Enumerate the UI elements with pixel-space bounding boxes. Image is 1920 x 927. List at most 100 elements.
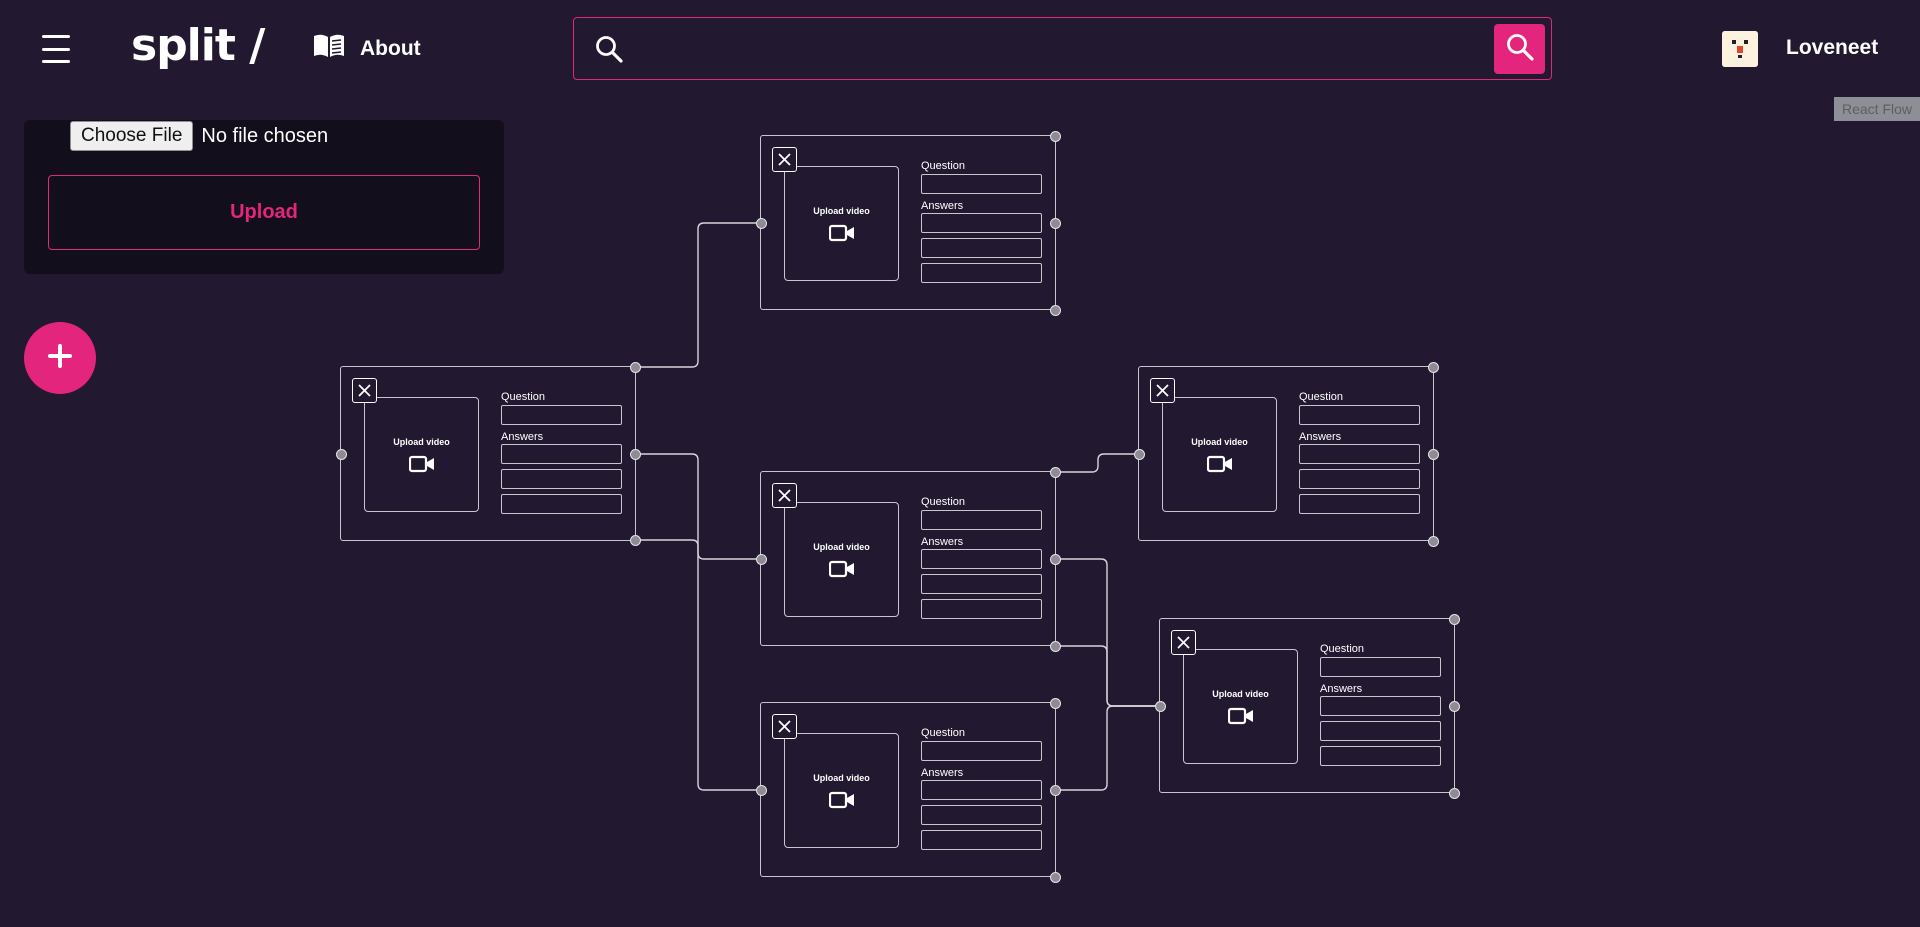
upload-video-label: Upload video (813, 772, 870, 783)
source-handle[interactable] (629, 361, 641, 373)
answer-input[interactable] (1299, 469, 1420, 489)
answer-input[interactable] (921, 780, 1042, 800)
answer-input[interactable] (921, 263, 1042, 283)
answer-input[interactable] (1320, 696, 1441, 716)
source-handle[interactable] (1427, 448, 1439, 460)
close-node-button[interactable] (772, 483, 797, 508)
close-node-button[interactable] (1171, 630, 1196, 655)
source-handle[interactable] (1049, 304, 1061, 316)
file-status-text: No file chosen (201, 124, 329, 147)
top-bar: split / About (0, 0, 1920, 96)
source-handle[interactable] (1448, 700, 1460, 712)
close-node-button[interactable] (772, 147, 797, 172)
source-handle[interactable] (629, 534, 641, 546)
target-handle[interactable] (335, 448, 347, 460)
source-handle[interactable] (1427, 535, 1439, 547)
upload-video-button[interactable]: Upload video (1183, 649, 1298, 764)
search-input[interactable] (638, 26, 1458, 70)
choose-file-button[interactable]: Choose File (70, 121, 194, 151)
source-handle[interactable] (629, 448, 641, 460)
answer-input[interactable] (501, 444, 622, 464)
source-handle[interactable] (1049, 784, 1061, 796)
close-node-button[interactable] (772, 714, 797, 739)
answer-input[interactable] (921, 805, 1042, 825)
answer-input[interactable] (921, 830, 1042, 850)
about-label: About (360, 37, 421, 60)
close-icon (1156, 384, 1169, 397)
upload-video-button[interactable]: Upload video (364, 397, 479, 512)
target-handle[interactable] (1133, 448, 1145, 460)
source-handle[interactable] (1448, 613, 1460, 625)
upload-video-label: Upload video (1191, 436, 1248, 447)
close-node-button[interactable] (1150, 378, 1175, 403)
upload-video-button[interactable]: Upload video (784, 502, 899, 617)
plus-icon (47, 343, 73, 374)
target-handle[interactable] (755, 217, 767, 229)
upload-video-label: Upload video (1212, 688, 1269, 699)
video-camera-icon (408, 455, 434, 472)
target-handle[interactable] (755, 784, 767, 796)
source-handle[interactable] (1049, 217, 1061, 229)
source-handle[interactable] (1049, 640, 1061, 652)
video-camera-icon (1206, 455, 1232, 472)
question-input[interactable] (501, 405, 622, 425)
source-handle[interactable] (1049, 697, 1061, 709)
answer-input[interactable] (921, 213, 1042, 233)
avatar[interactable] (1722, 31, 1758, 67)
source-handle[interactable] (1049, 871, 1061, 883)
answer-input[interactable] (921, 574, 1042, 594)
source-handle[interactable] (1427, 361, 1439, 373)
react-flow-attribution[interactable]: React Flow (1834, 97, 1920, 121)
source-handle[interactable] (1049, 553, 1061, 565)
question-input[interactable] (921, 174, 1042, 194)
close-icon (778, 720, 791, 733)
flow-edge (635, 539, 761, 791)
answer-input[interactable] (1299, 444, 1420, 464)
answer-input[interactable] (1320, 746, 1441, 766)
book-icon (312, 32, 346, 66)
answer-input[interactable] (921, 549, 1042, 569)
source-handle[interactable] (1049, 466, 1061, 478)
flow-edge (635, 453, 761, 560)
hamburger-menu-button[interactable] (38, 33, 74, 63)
search-bar (573, 17, 1552, 80)
search-icon (1505, 32, 1535, 67)
close-icon (778, 489, 791, 502)
question-input[interactable] (921, 741, 1042, 761)
target-handle[interactable] (1154, 700, 1166, 712)
answer-input[interactable] (1320, 721, 1441, 741)
question-input[interactable] (921, 510, 1042, 530)
upload-video-button[interactable]: Upload video (1162, 397, 1277, 512)
target-handle[interactable] (755, 553, 767, 565)
answer-input[interactable] (921, 599, 1042, 619)
question-label: Question (501, 391, 546, 403)
app-logo[interactable]: split / (131, 20, 265, 71)
answer-input[interactable] (501, 469, 622, 489)
answer-input[interactable] (921, 238, 1042, 258)
upload-button[interactable]: Upload (48, 175, 480, 250)
question-input[interactable] (1320, 657, 1441, 677)
question-input[interactable] (1299, 405, 1420, 425)
search-submit-button[interactable] (1494, 24, 1545, 74)
close-node-button[interactable] (352, 378, 377, 403)
answers-label: Answers (1320, 683, 1363, 695)
about-link[interactable]: About (312, 32, 421, 66)
answer-input[interactable] (1299, 494, 1420, 514)
search-icon (594, 34, 624, 69)
source-handle[interactable] (1448, 787, 1460, 799)
add-node-button[interactable] (24, 322, 96, 394)
answer-input[interactable] (501, 494, 622, 514)
upload-video-button[interactable]: Upload video (784, 166, 899, 281)
close-icon (358, 384, 371, 397)
question-label: Question (1320, 643, 1365, 655)
source-handle[interactable] (1049, 130, 1061, 142)
username[interactable]: Loveneet (1786, 36, 1879, 59)
upload-video-button[interactable]: Upload video (784, 733, 899, 848)
